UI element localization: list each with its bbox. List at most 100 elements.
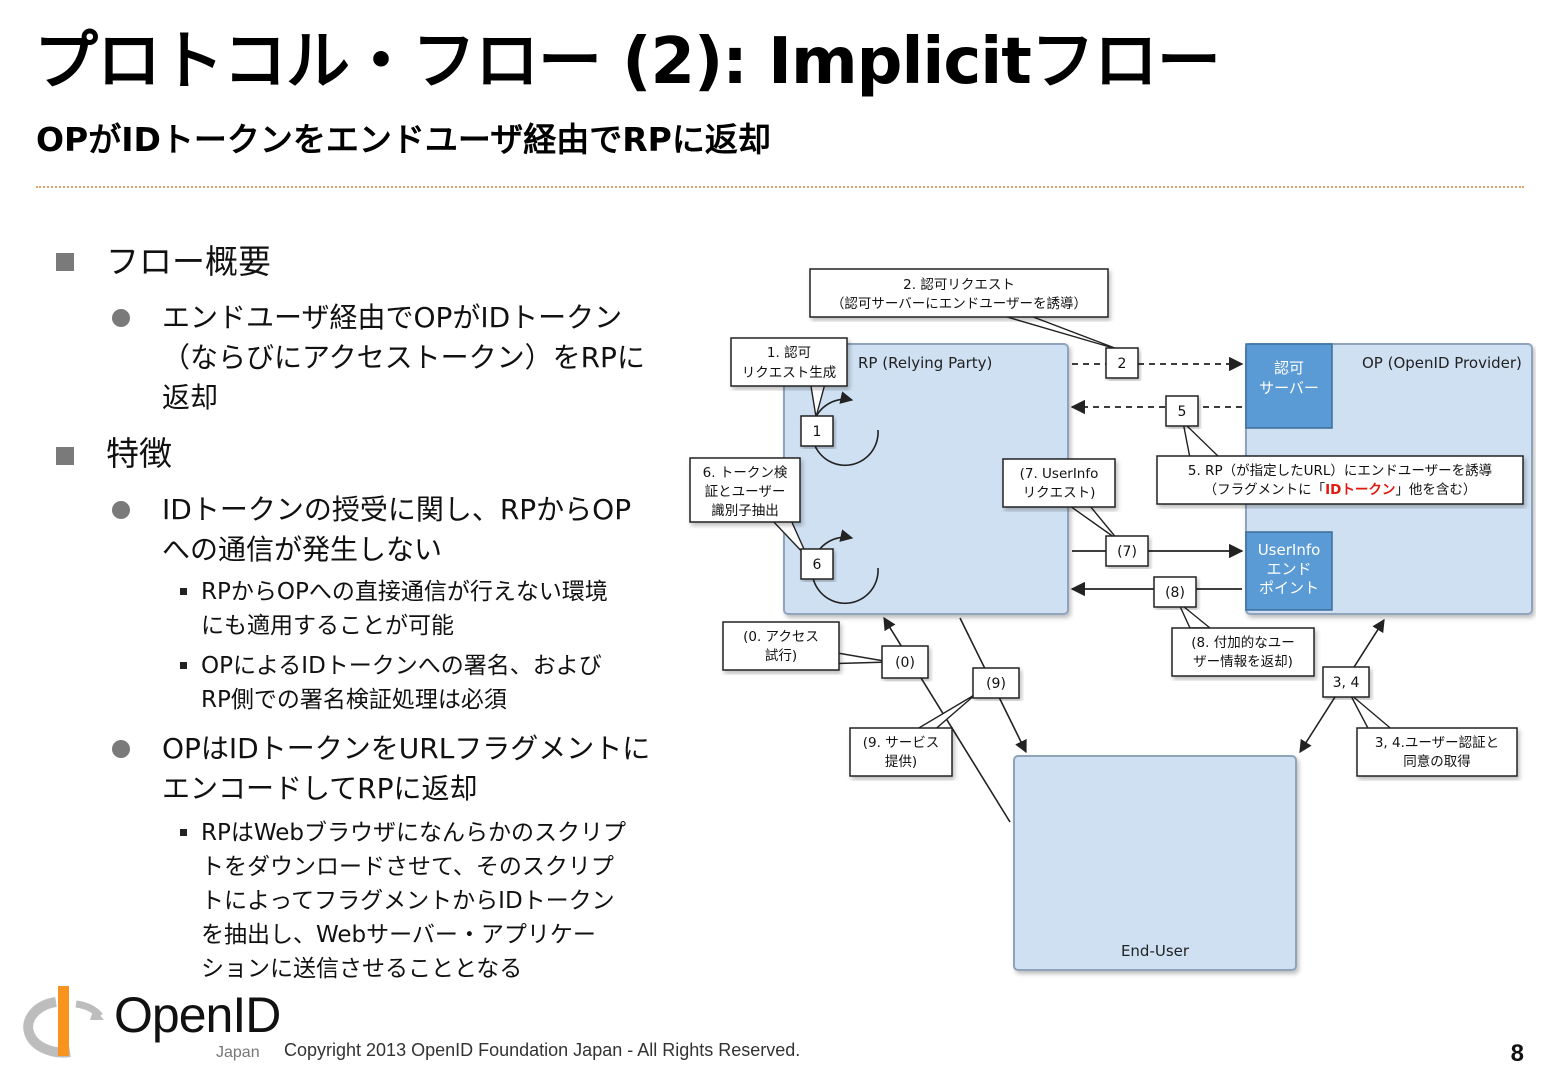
callout-6: 6. トークン検 証とユーザー 識別子抽出 [689, 457, 801, 523]
callout-1: 1. 認可 リクエスト生成 [730, 337, 848, 387]
enduser-box: End-User [1013, 755, 1297, 971]
openid-logo: OpenID Japan [18, 982, 281, 1068]
feature2-line: OPはIDトークンをURLフラグメントに [162, 732, 651, 765]
flow-diagram-svg: RP (Relying Party) OP (OpenID Provider) … [689, 268, 1533, 971]
heading-features: 特徴 [106, 434, 172, 473]
callout-9-text: (9. サービス [863, 735, 939, 751]
step-label-7-text: (7) [1117, 544, 1137, 560]
loop-arrow-6 [811, 529, 879, 604]
rp-label: RP (Relying Party) [858, 354, 992, 372]
step-label-1: 1 [800, 415, 834, 447]
step-label-8-text: (8) [1165, 585, 1185, 601]
implicit-flow-diagram: RP (Relying Party) OP (OpenID Provider) … [686, 262, 1536, 982]
step-label-7: (7) [1105, 535, 1149, 567]
callout-8-text: (8. 付加的なユー [1191, 635, 1294, 651]
feature2-sub1-line: ションに送信させることとなる [201, 956, 523, 982]
round-bullet-icon [112, 501, 130, 519]
feature1-sub2-line: OPによるIDトークンへの署名、および [201, 653, 602, 679]
callout-0: (0. アクセス 試行) [722, 621, 840, 671]
step-label-2: 2 [1105, 347, 1139, 379]
callout-1-text: 1. 認可 [767, 345, 811, 361]
small-square-bullet-icon [180, 662, 187, 669]
callout-8-text: ザー情報を返却) [1193, 654, 1293, 670]
square-bullet-icon [56, 447, 74, 465]
callout-34: 3, 4.ユーザー認証と 同意の取得 [1356, 727, 1518, 777]
callout-9: (9. サービス 提供) [849, 727, 953, 777]
feature2-sub1-line: RPはWebブラウザになんらかのスクリプ [201, 820, 626, 846]
auth-server-box: 認可 サーバー [1245, 343, 1333, 429]
callout-34-text: 3, 4.ユーザー認証と [1375, 735, 1499, 751]
small-square-bullet-icon [180, 588, 187, 595]
step-label-6-text: 6 [813, 557, 822, 573]
step-label-34-text: 3, 4 [1333, 675, 1360, 691]
step-label-5: 5 [1165, 395, 1199, 427]
step-label-9: (9) [972, 667, 1020, 699]
feature2-sub1-line: トをダウンロードさせて、そのスクリプ [201, 854, 614, 880]
userinfo-endpoint-label: エンド [1266, 560, 1311, 578]
step-label-2-text: 2 [1118, 356, 1127, 372]
heading-flow-overview: フロー概要 [106, 242, 271, 281]
step-label-9-text: (9) [986, 676, 1006, 692]
enduser-label: End-User [1121, 942, 1190, 960]
step-label-1-text: 1 [813, 424, 822, 440]
userinfo-endpoint-label: UserInfo [1258, 541, 1321, 559]
copyright-text: Copyright 2013 OpenID Foundation Japan -… [284, 1040, 801, 1060]
flow-item-line: エンドユーザ経由でOPがIDトークン [162, 301, 623, 334]
callout-7: (7. UserInfo リクエスト) [1002, 458, 1116, 508]
openid-mark-icon [23, 986, 104, 1058]
callout-6-text: 6. トークン検 [703, 465, 788, 481]
callout-6-text: 識別子抽出 [711, 503, 779, 519]
callout-5-text: 5. RP（が指定したURL）にエンドユーザーを誘導 [1188, 463, 1492, 479]
feature1-sub1-line: RPからOPへの直接通信が行えない環境 [201, 579, 608, 605]
page-number: 8 [1510, 1040, 1524, 1067]
square-bullet-icon [56, 253, 74, 271]
flow-item-line: 返却 [162, 381, 219, 414]
logo-subtext: Japan [216, 1044, 260, 1061]
callout-2-text: 2. 認可リクエスト [903, 277, 1015, 293]
feature2-sub1-line: トによってフラグメントからIDトークン [201, 888, 615, 914]
userinfo-endpoint-label: ポイント [1259, 579, 1319, 597]
callout-2: 2. 認可リクエスト （認可サーバーにエンドユーザーを誘導） [809, 268, 1109, 318]
userinfo-endpoint-box: UserInfo エンド ポイント [1245, 531, 1333, 611]
feature1-line: IDトークンの授受に関し、RPからOP [162, 493, 632, 526]
feature1-sub2-line: RP側での署名検証処理は必須 [201, 687, 507, 713]
op-label: OP (OpenID Provider) [1362, 354, 1522, 372]
callout-6-text: 証とユーザー [705, 484, 786, 500]
step-label-0-text: (0) [895, 655, 915, 671]
round-bullet-icon [112, 309, 130, 327]
callout-7-text: リクエスト) [1023, 485, 1096, 501]
auth-server-label: 認可 [1274, 359, 1304, 377]
callout-2-text: （認可サーバーにエンドユーザーを誘導） [831, 296, 1087, 312]
round-bullet-icon [112, 740, 130, 758]
logo-wordmark: OpenID [114, 987, 281, 1043]
feature1-line: への通信が発生しない [162, 533, 443, 566]
feature2-line: エンコードしてRPに返却 [162, 772, 478, 805]
feature1-sub1-line: にも適用することが可能 [201, 613, 454, 639]
title-divider [36, 186, 1524, 188]
step-label-34: 3, 4 [1322, 666, 1370, 698]
step-label-6: 6 [800, 548, 834, 580]
step-label-0: (0) [881, 645, 929, 679]
callout-7-text: (7. UserInfo [1020, 466, 1099, 482]
step-label-5-text: 5 [1178, 404, 1187, 420]
callout-5-text-pre: （フラグメントに「 [1204, 482, 1326, 498]
callout-0-text: (0. アクセス [743, 629, 819, 645]
callout-8: (8. 付加的なユー ザー情報を返却) [1171, 627, 1315, 677]
feature2-sub1-line: を抽出し、Webサーバー・アプリケー [201, 922, 596, 948]
page-subtitle: OPがIDトークンをエンドユーザ経由でRPに返却 [36, 120, 771, 159]
callout-pointers [768, 311, 1397, 733]
callout-1-text: リクエスト生成 [742, 365, 837, 381]
page-title: プロトコル・フロー (2): Implicitフロー [34, 25, 1221, 99]
auth-server-label: サーバー [1259, 379, 1319, 397]
callout-5: 5. RP（が指定したURL）にエンドユーザーを誘導 （フラグメントに「IDトー… [1156, 455, 1524, 505]
callout-9-text: 提供) [885, 754, 917, 770]
id-token-highlight: IDトークン [1325, 482, 1395, 498]
callout-5-text-line2: （フラグメントに「IDトークン」他を含む） [1204, 482, 1477, 498]
small-square-bullet-icon [180, 829, 187, 836]
step-label-8: (8) [1153, 576, 1197, 608]
callout-34-text: 同意の取得 [1403, 753, 1471, 770]
loop-arrow-1 [811, 391, 879, 466]
flow-item-line: （ならびにアクセストークン）をRPに [162, 341, 645, 374]
callout-5-text-post: 」他を含む） [1395, 482, 1476, 498]
callout-0-text: 試行) [765, 648, 797, 664]
